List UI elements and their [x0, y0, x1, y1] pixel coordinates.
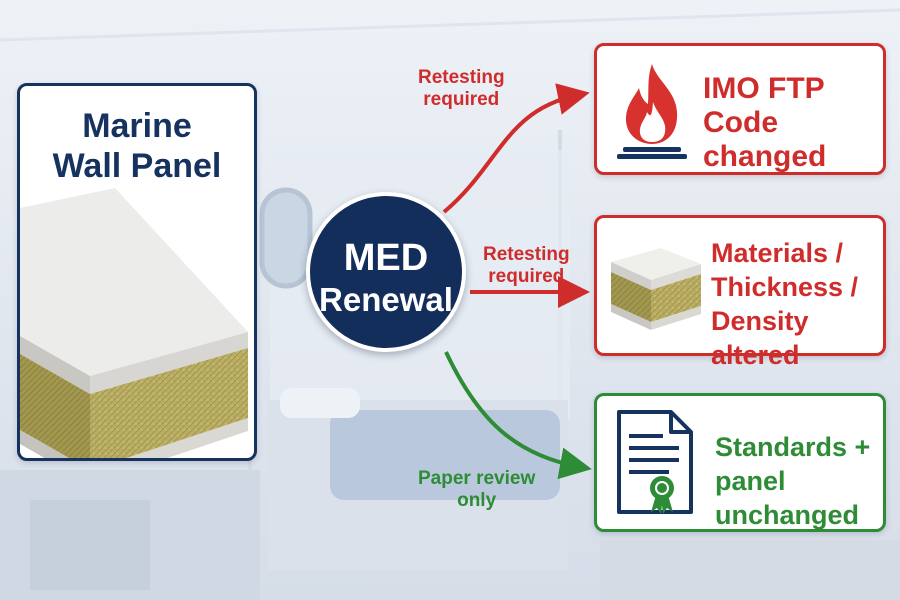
- outcome-line2: panel unchanged: [715, 466, 860, 530]
- arrow-label-paper-review: Paper review only: [418, 468, 535, 512]
- outcome-card-materials: Materials / Thickness / Density altered: [594, 215, 886, 370]
- outcome-card-imo-code: IMO FTP Code changed: [594, 43, 886, 175]
- outcome-line3: Density altered: [711, 306, 809, 370]
- panel-title-line1: Marine: [82, 107, 192, 145]
- wall-panel-illustration: [20, 188, 248, 458]
- certificate-icon: [617, 410, 693, 514]
- panel-sample-icon: [611, 248, 701, 330]
- outcome-line1: Standards +: [715, 432, 871, 462]
- panel-title: Marine Wall Panel: [20, 106, 254, 186]
- arrow-label-line2: required: [488, 266, 565, 287]
- arrow-label-line1: Retesting: [483, 244, 570, 265]
- arrow-label-line2: required: [423, 89, 500, 110]
- outcome-text: Materials / Thickness / Density altered: [711, 236, 883, 372]
- arrow-label-retesting-1: Retesting required: [418, 67, 505, 111]
- med-renewal-hub: MED Renewal: [306, 192, 466, 352]
- panel-title-line2: Wall Panel: [52, 147, 222, 185]
- arrow-label-line1: Paper review: [418, 468, 536, 489]
- outcome-line2: Thickness /: [711, 272, 859, 302]
- outcome-text: IMO FTP Code changed: [703, 72, 883, 174]
- arrow-to-standards: [444, 351, 592, 480]
- outcome-line1: Materials /: [711, 238, 844, 268]
- outcome-line1: IMO FTP: [703, 72, 825, 105]
- arrow-label-retesting-2: Retesting required: [483, 244, 570, 288]
- hub-line1: MED: [343, 237, 429, 279]
- outcome-card-standards: Standards + panel unchanged: [594, 393, 886, 532]
- panel-card: Marine Wall Panel: [17, 83, 257, 461]
- arrow-to-imo-code: [442, 83, 590, 214]
- arrow-label-line2: only: [457, 490, 497, 511]
- outcome-text: Standards + panel unchanged: [715, 430, 883, 532]
- hub-line2: Renewal: [319, 281, 453, 318]
- outcome-line2: Code changed: [703, 106, 827, 173]
- fire-icon: [617, 64, 687, 159]
- arrow-label-line1: Retesting: [418, 67, 505, 88]
